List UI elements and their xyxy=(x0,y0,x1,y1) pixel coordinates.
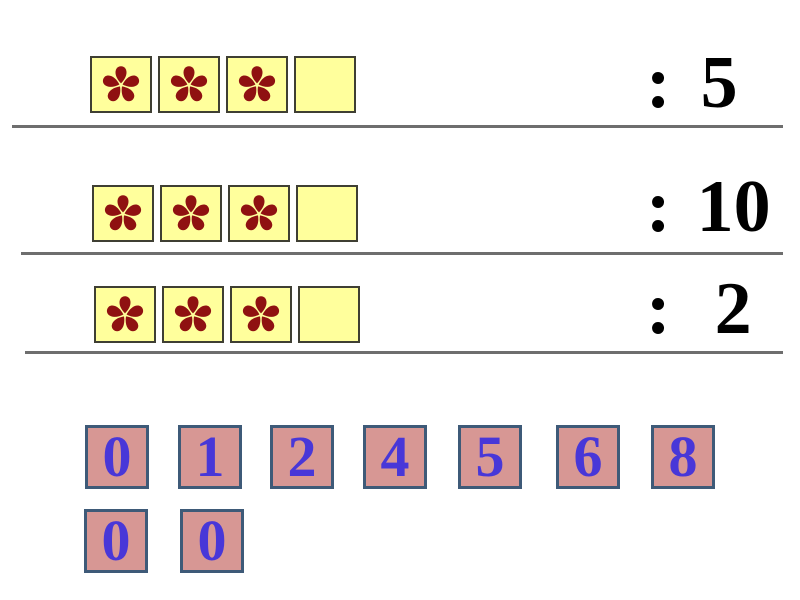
answer-label-row-3: : 2 xyxy=(646,272,752,346)
five-petal-flower-icon xyxy=(174,295,212,331)
flower-boxes-row-1 xyxy=(90,56,356,113)
flower-box xyxy=(162,286,224,343)
answer-label-row-1: : 5 xyxy=(646,46,738,120)
empty-box xyxy=(298,286,360,343)
answer-number: 5 xyxy=(700,42,738,124)
flower-box xyxy=(228,185,290,242)
five-petal-flower-icon xyxy=(106,295,144,331)
colon-separator: : xyxy=(646,268,671,350)
number-tile[interactable]: 6 xyxy=(556,425,620,489)
flower-box xyxy=(94,286,156,343)
five-petal-flower-icon xyxy=(104,194,142,230)
flower-box xyxy=(92,185,154,242)
five-petal-flower-icon xyxy=(238,65,276,101)
number-tile[interactable]: 2 xyxy=(270,425,334,489)
flower-box xyxy=(160,185,222,242)
flower-box xyxy=(158,56,220,113)
answer-number: 10 xyxy=(696,166,771,248)
five-petal-flower-icon xyxy=(170,65,208,101)
divider-line-1 xyxy=(12,125,783,128)
answer-number: 2 xyxy=(714,268,752,350)
flower-boxes-row-3 xyxy=(94,286,360,343)
colon-separator: : xyxy=(646,42,671,124)
flower-box xyxy=(90,56,152,113)
divider-line-2 xyxy=(21,252,783,255)
number-tile[interactable]: 0 xyxy=(84,509,148,573)
number-tile[interactable]: 1 xyxy=(178,425,242,489)
number-tile[interactable]: 5 xyxy=(458,425,522,489)
number-tile[interactable]: 4 xyxy=(363,425,427,489)
empty-box xyxy=(294,56,356,113)
empty-box xyxy=(296,185,358,242)
five-petal-flower-icon xyxy=(242,295,280,331)
flower-box xyxy=(226,56,288,113)
divider-line-3 xyxy=(25,351,783,354)
five-petal-flower-icon xyxy=(102,65,140,101)
answer-label-row-2: : 10 xyxy=(646,170,771,244)
number-tile[interactable]: 0 xyxy=(85,425,149,489)
five-petal-flower-icon xyxy=(172,194,210,230)
colon-separator: : xyxy=(646,166,671,248)
five-petal-flower-icon xyxy=(240,194,278,230)
number-tile[interactable]: 0 xyxy=(180,509,244,573)
number-tile[interactable]: 8 xyxy=(651,425,715,489)
flower-box xyxy=(230,286,292,343)
flower-boxes-row-2 xyxy=(92,185,358,242)
